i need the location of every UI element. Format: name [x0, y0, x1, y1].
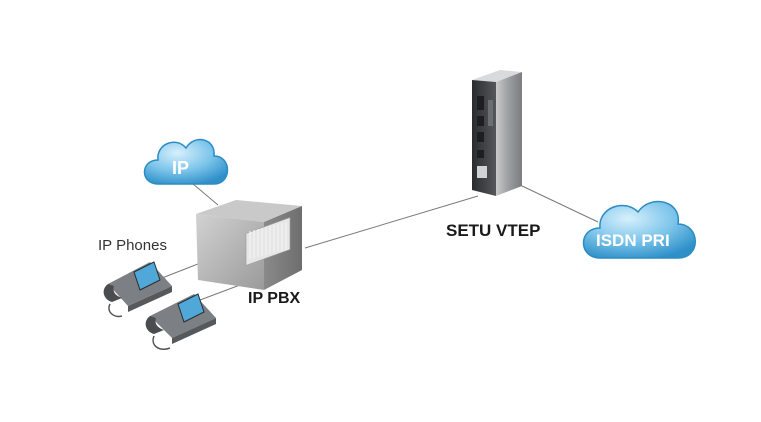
- link-phone1-to-pbx: [161, 261, 204, 279]
- ip-pbx-icon: [196, 200, 302, 290]
- setu-vtep-label: SETU VTEP: [446, 221, 541, 240]
- ip-phones-label: IP Phones: [98, 237, 167, 254]
- isdn-cloud-label: ISDN PRI: [596, 231, 670, 250]
- link-vtep-to-isdn: [519, 184, 599, 223]
- link-pbx-to-vtep: [304, 195, 479, 249]
- ip-cloud-icon: [143, 138, 229, 185]
- isdn-cloud-icon: [582, 200, 696, 259]
- link-phone2-to-pbx: [199, 284, 241, 301]
- connection-lines: [161, 177, 599, 301]
- pbx-slots: [245, 217, 291, 266]
- ip-pbx-label: IP PBX: [248, 290, 301, 307]
- setu-vtep-device-icon: [472, 70, 522, 196]
- ip-cloud-label: IP: [172, 158, 190, 178]
- ip-phone-2-icon: [145, 293, 216, 350]
- ip-phone-1-icon: [103, 261, 172, 318]
